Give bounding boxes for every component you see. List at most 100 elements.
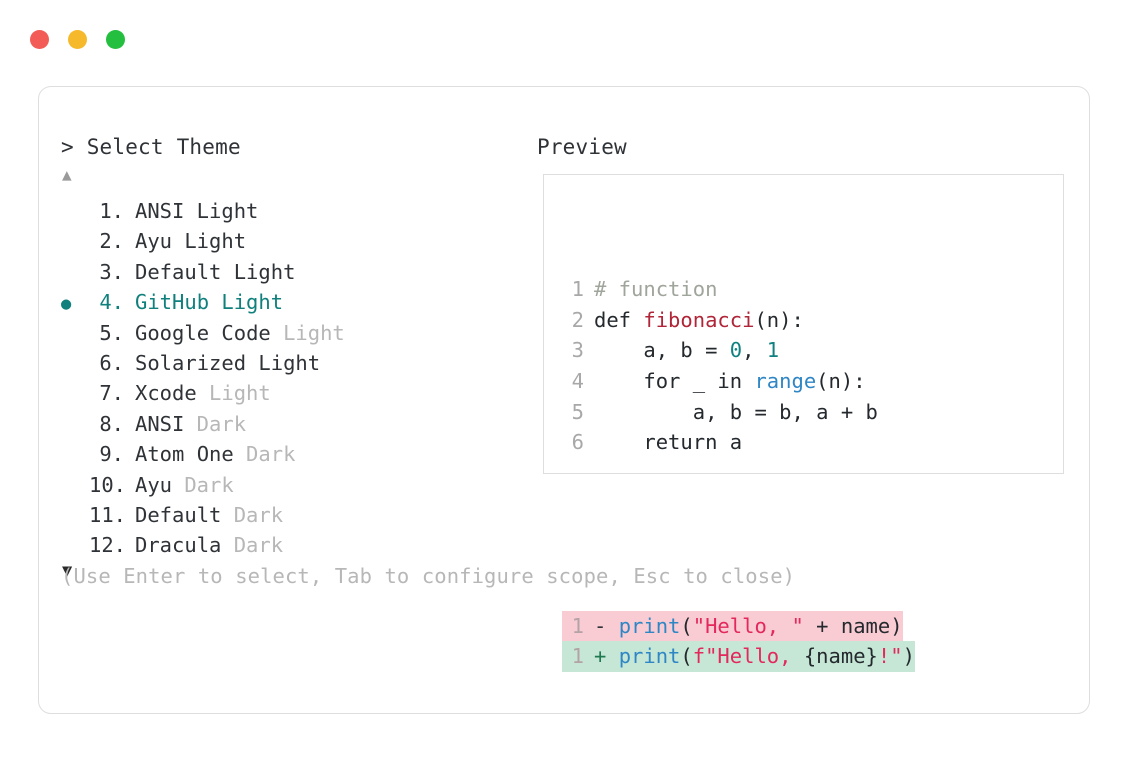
theme-variant: Light bbox=[233, 259, 296, 284]
line-number: 6 bbox=[571, 430, 584, 455]
code-token: {name} bbox=[803, 644, 878, 669]
code-token: + name) bbox=[803, 613, 903, 638]
theme-variant: Light bbox=[184, 229, 247, 254]
code-line-text: def fibonacci(n): bbox=[594, 305, 804, 336]
code-line-text: return a bbox=[594, 427, 742, 458]
theme-name: Ayu bbox=[135, 472, 173, 497]
code-token: print bbox=[618, 613, 681, 638]
theme-variant: Light bbox=[258, 350, 321, 375]
theme-name: ANSI bbox=[135, 199, 185, 223]
maximize-button-icon[interactable] bbox=[106, 30, 125, 49]
theme-name: Ayu bbox=[135, 229, 173, 254]
code-token: def bbox=[594, 307, 644, 332]
code-line: 1 # function bbox=[562, 274, 1057, 305]
theme-list-item[interactable]: 10. Ayu Dark bbox=[61, 470, 501, 500]
code-token: range bbox=[754, 368, 817, 393]
theme-variant: Dark bbox=[246, 442, 296, 467]
diff-sign: + bbox=[594, 644, 607, 669]
code-token: f"Hello, bbox=[692, 644, 804, 669]
theme-variant: Light bbox=[196, 199, 259, 223]
code-token: return a bbox=[594, 430, 743, 455]
scroll-up-icon[interactable]: ▲ bbox=[62, 165, 72, 184]
code-token: "Hello, " bbox=[692, 613, 804, 638]
diff-line-text: print("Hello, " + name) bbox=[619, 611, 903, 642]
theme-variant: Dark bbox=[233, 533, 284, 558]
theme-name: ANSI bbox=[135, 411, 185, 436]
code-token: print bbox=[618, 644, 681, 669]
line-number: 1 bbox=[571, 644, 584, 669]
code-token: ) bbox=[902, 644, 915, 669]
code-token: a, b = b, a + b bbox=[594, 399, 878, 424]
theme-variant: Light bbox=[283, 320, 345, 345]
theme-variant: Light bbox=[221, 290, 284, 315]
code-token: fibonacci bbox=[643, 307, 755, 332]
selected-bullet-icon: ● bbox=[61, 294, 72, 315]
theme-index: 8. bbox=[99, 411, 124, 436]
theme-variant: Dark bbox=[196, 411, 247, 436]
line-number: 1 bbox=[571, 277, 584, 302]
theme-index: 5. bbox=[99, 320, 124, 345]
close-button-icon[interactable] bbox=[30, 30, 49, 49]
prompt-title: Select Theme bbox=[86, 135, 241, 159]
theme-index: 12. bbox=[89, 533, 127, 558]
scroll-down-icon[interactable]: ▼ bbox=[62, 560, 73, 581]
window-traffic-lights bbox=[30, 30, 125, 49]
theme-name: Default bbox=[135, 259, 222, 284]
code-token: 0 bbox=[729, 338, 743, 363]
theme-index: 10. bbox=[89, 472, 127, 497]
diff-line-added: 1 + print(f"Hello, {name}!") bbox=[562, 641, 915, 672]
code-token: , bbox=[742, 338, 767, 363]
line-number: 3 bbox=[571, 338, 584, 363]
diff-gap bbox=[606, 641, 618, 672]
theme-list-item[interactable]: 9. Atom One Dark bbox=[61, 439, 501, 469]
theme-index: 9. bbox=[99, 442, 124, 467]
code-token: !" bbox=[877, 644, 903, 669]
diff-line-removed: 1- print("Hello, " + name) bbox=[562, 610, 903, 642]
code-line-text: a, b = 0, 1 bbox=[594, 335, 779, 366]
code-token: ( bbox=[680, 613, 693, 638]
code-token: 1 bbox=[766, 338, 780, 363]
theme-variant: Dark bbox=[184, 472, 234, 497]
theme-name: Google Code bbox=[135, 320, 271, 345]
theme-list-item[interactable]: 8. ANSI Dark bbox=[61, 409, 501, 439]
theme-name: Default bbox=[135, 502, 222, 527]
line-number: 1 bbox=[571, 613, 584, 638]
theme-list-item[interactable]: 2. Ayu Light bbox=[61, 226, 501, 256]
code-token: a, b = bbox=[594, 338, 730, 363]
diff-gap bbox=[606, 611, 618, 642]
theme-list-item[interactable]: 3. Default Light bbox=[61, 257, 501, 287]
code-token: for _ in bbox=[594, 368, 755, 393]
theme-name: GitHub bbox=[135, 290, 210, 315]
preview-label: Preview bbox=[537, 135, 627, 159]
theme-name: Dracula bbox=[135, 533, 222, 558]
code-line-text: for _ in range(n): bbox=[594, 366, 866, 397]
code-line-text: a, b = b, a + b bbox=[594, 397, 878, 428]
minimize-button-icon[interactable] bbox=[68, 30, 87, 49]
code-line: 3 a, b = 0, 1 bbox=[562, 335, 1057, 366]
diff-line-text: print(f"Hello, {name}!") bbox=[619, 641, 915, 672]
theme-index: 7. bbox=[99, 381, 124, 406]
diff-lines: 1- print("Hello, " + name)1+ print(f"Hel… bbox=[562, 610, 1057, 672]
theme-name: Atom One bbox=[135, 442, 234, 467]
code-line: 4 for _ in range(n): bbox=[562, 366, 1057, 397]
theme-list-item[interactable]: 12. Dracula Dark bbox=[61, 530, 501, 560]
page-title: > Select Theme bbox=[61, 137, 241, 158]
code-token: (n): bbox=[754, 307, 804, 332]
code-line: 5 a, b = b, a + b bbox=[562, 397, 1057, 428]
theme-index: 3. bbox=[99, 259, 124, 284]
theme-name: Xcode bbox=[135, 381, 197, 406]
theme-list-item[interactable]: 5. Google Code Light bbox=[61, 318, 501, 348]
code-line-text: # function bbox=[594, 274, 717, 305]
theme-index: 6. bbox=[99, 350, 124, 375]
theme-index: 2. bbox=[99, 229, 124, 254]
code-token: (n): bbox=[816, 368, 866, 393]
